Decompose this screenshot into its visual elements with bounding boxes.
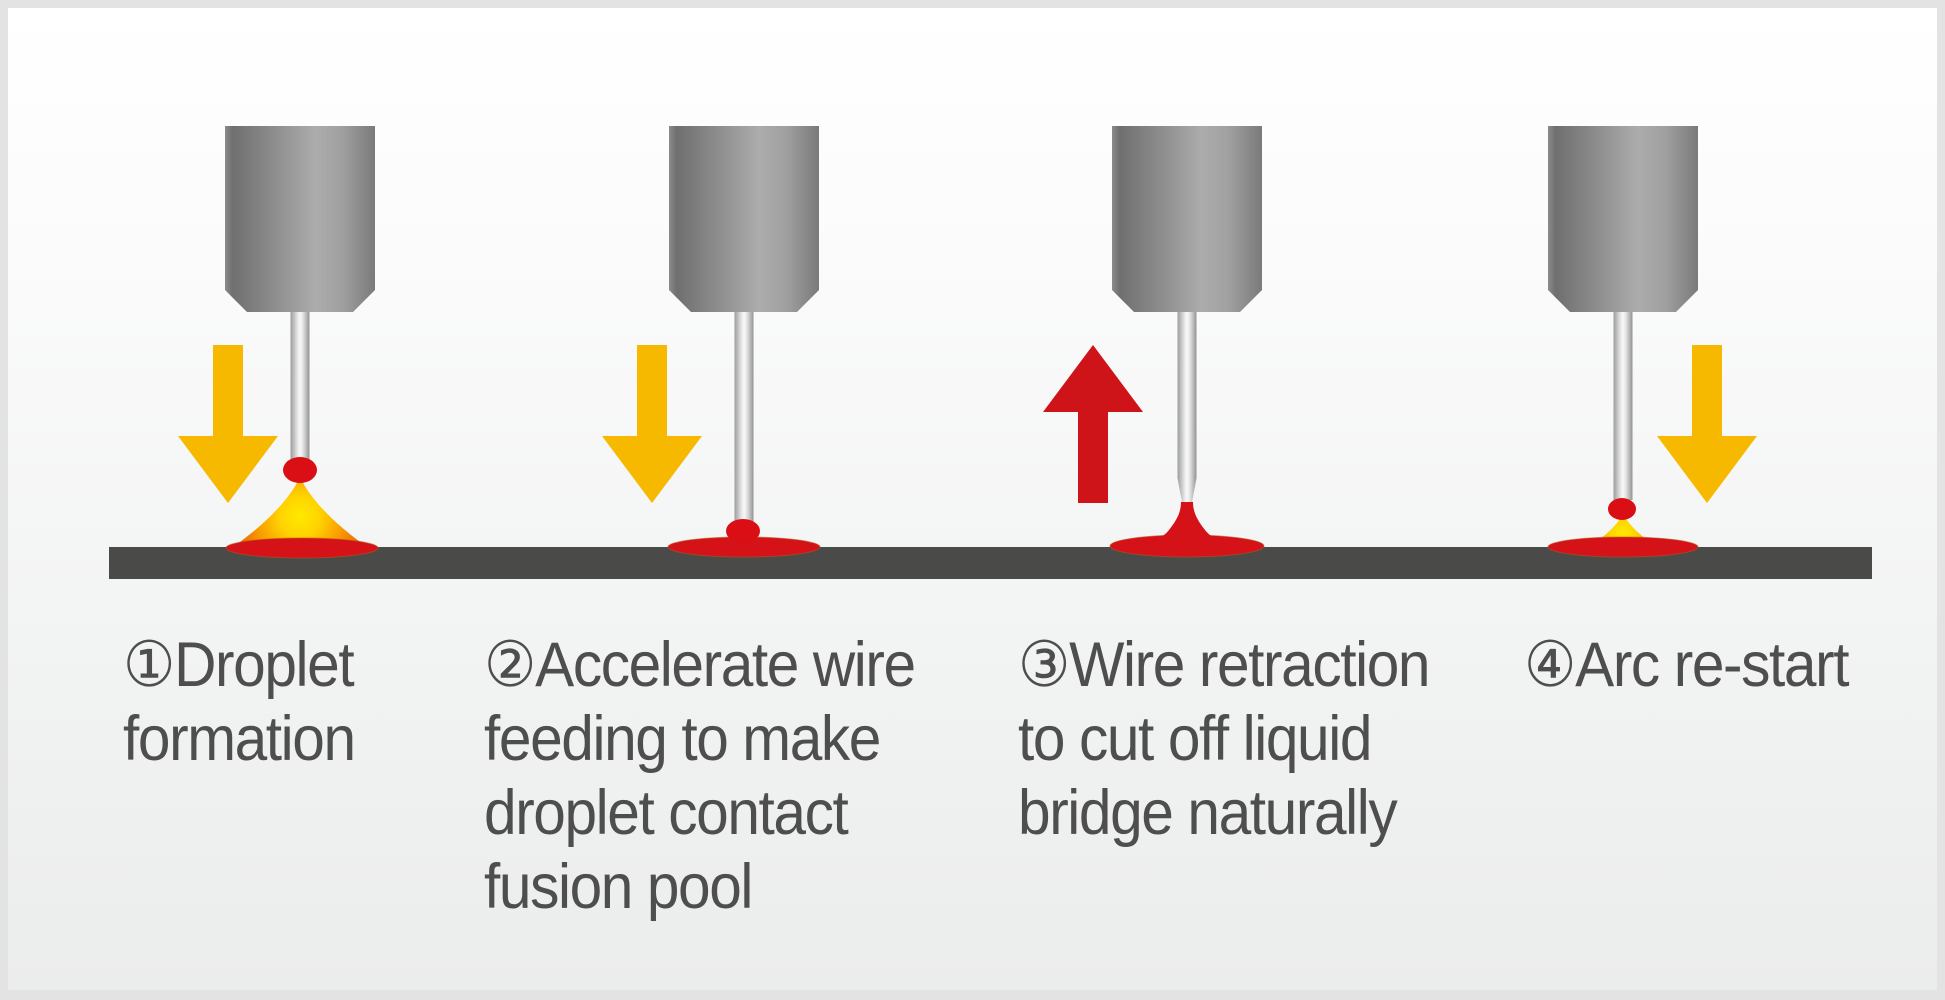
electrode-wire (1613, 312, 1633, 500)
stage-1-figure (178, 126, 379, 559)
stage-3-figure (1043, 126, 1265, 558)
stage-3-caption: ③Wire retraction to cut off liquid bridg… (1018, 630, 1431, 848)
torch-nozzle (669, 126, 819, 312)
arc-flame (230, 477, 370, 549)
molten-droplet (726, 519, 760, 543)
molten-droplet (283, 457, 317, 483)
electrode-wire (734, 312, 754, 524)
liquid-bridge (1138, 502, 1236, 547)
torch-nozzle (225, 126, 375, 312)
stage-2-figure (602, 126, 821, 558)
wire-retract-up-arrow-icon (1043, 345, 1143, 503)
stage-4-caption: ④Arc re-start (1524, 630, 1850, 700)
electrode-wire (1177, 312, 1197, 505)
molten-pool (1547, 536, 1699, 558)
molten-droplet (1608, 498, 1636, 520)
stage-4-figure (1547, 126, 1757, 558)
torch-nozzle (1112, 126, 1262, 312)
electrode-wire (290, 312, 310, 468)
wire-feed-down-arrow-icon (1657, 345, 1757, 503)
stage-1-caption: ①Droplet formation (123, 630, 356, 774)
wire-feed-down-arrow-icon (178, 345, 278, 503)
wire-feed-down-arrow-icon (602, 345, 702, 503)
torch-nozzle (1548, 126, 1698, 312)
stage-2-caption: ②Accelerate wire feeding to make droplet… (484, 630, 916, 922)
molten-pool (225, 537, 379, 559)
